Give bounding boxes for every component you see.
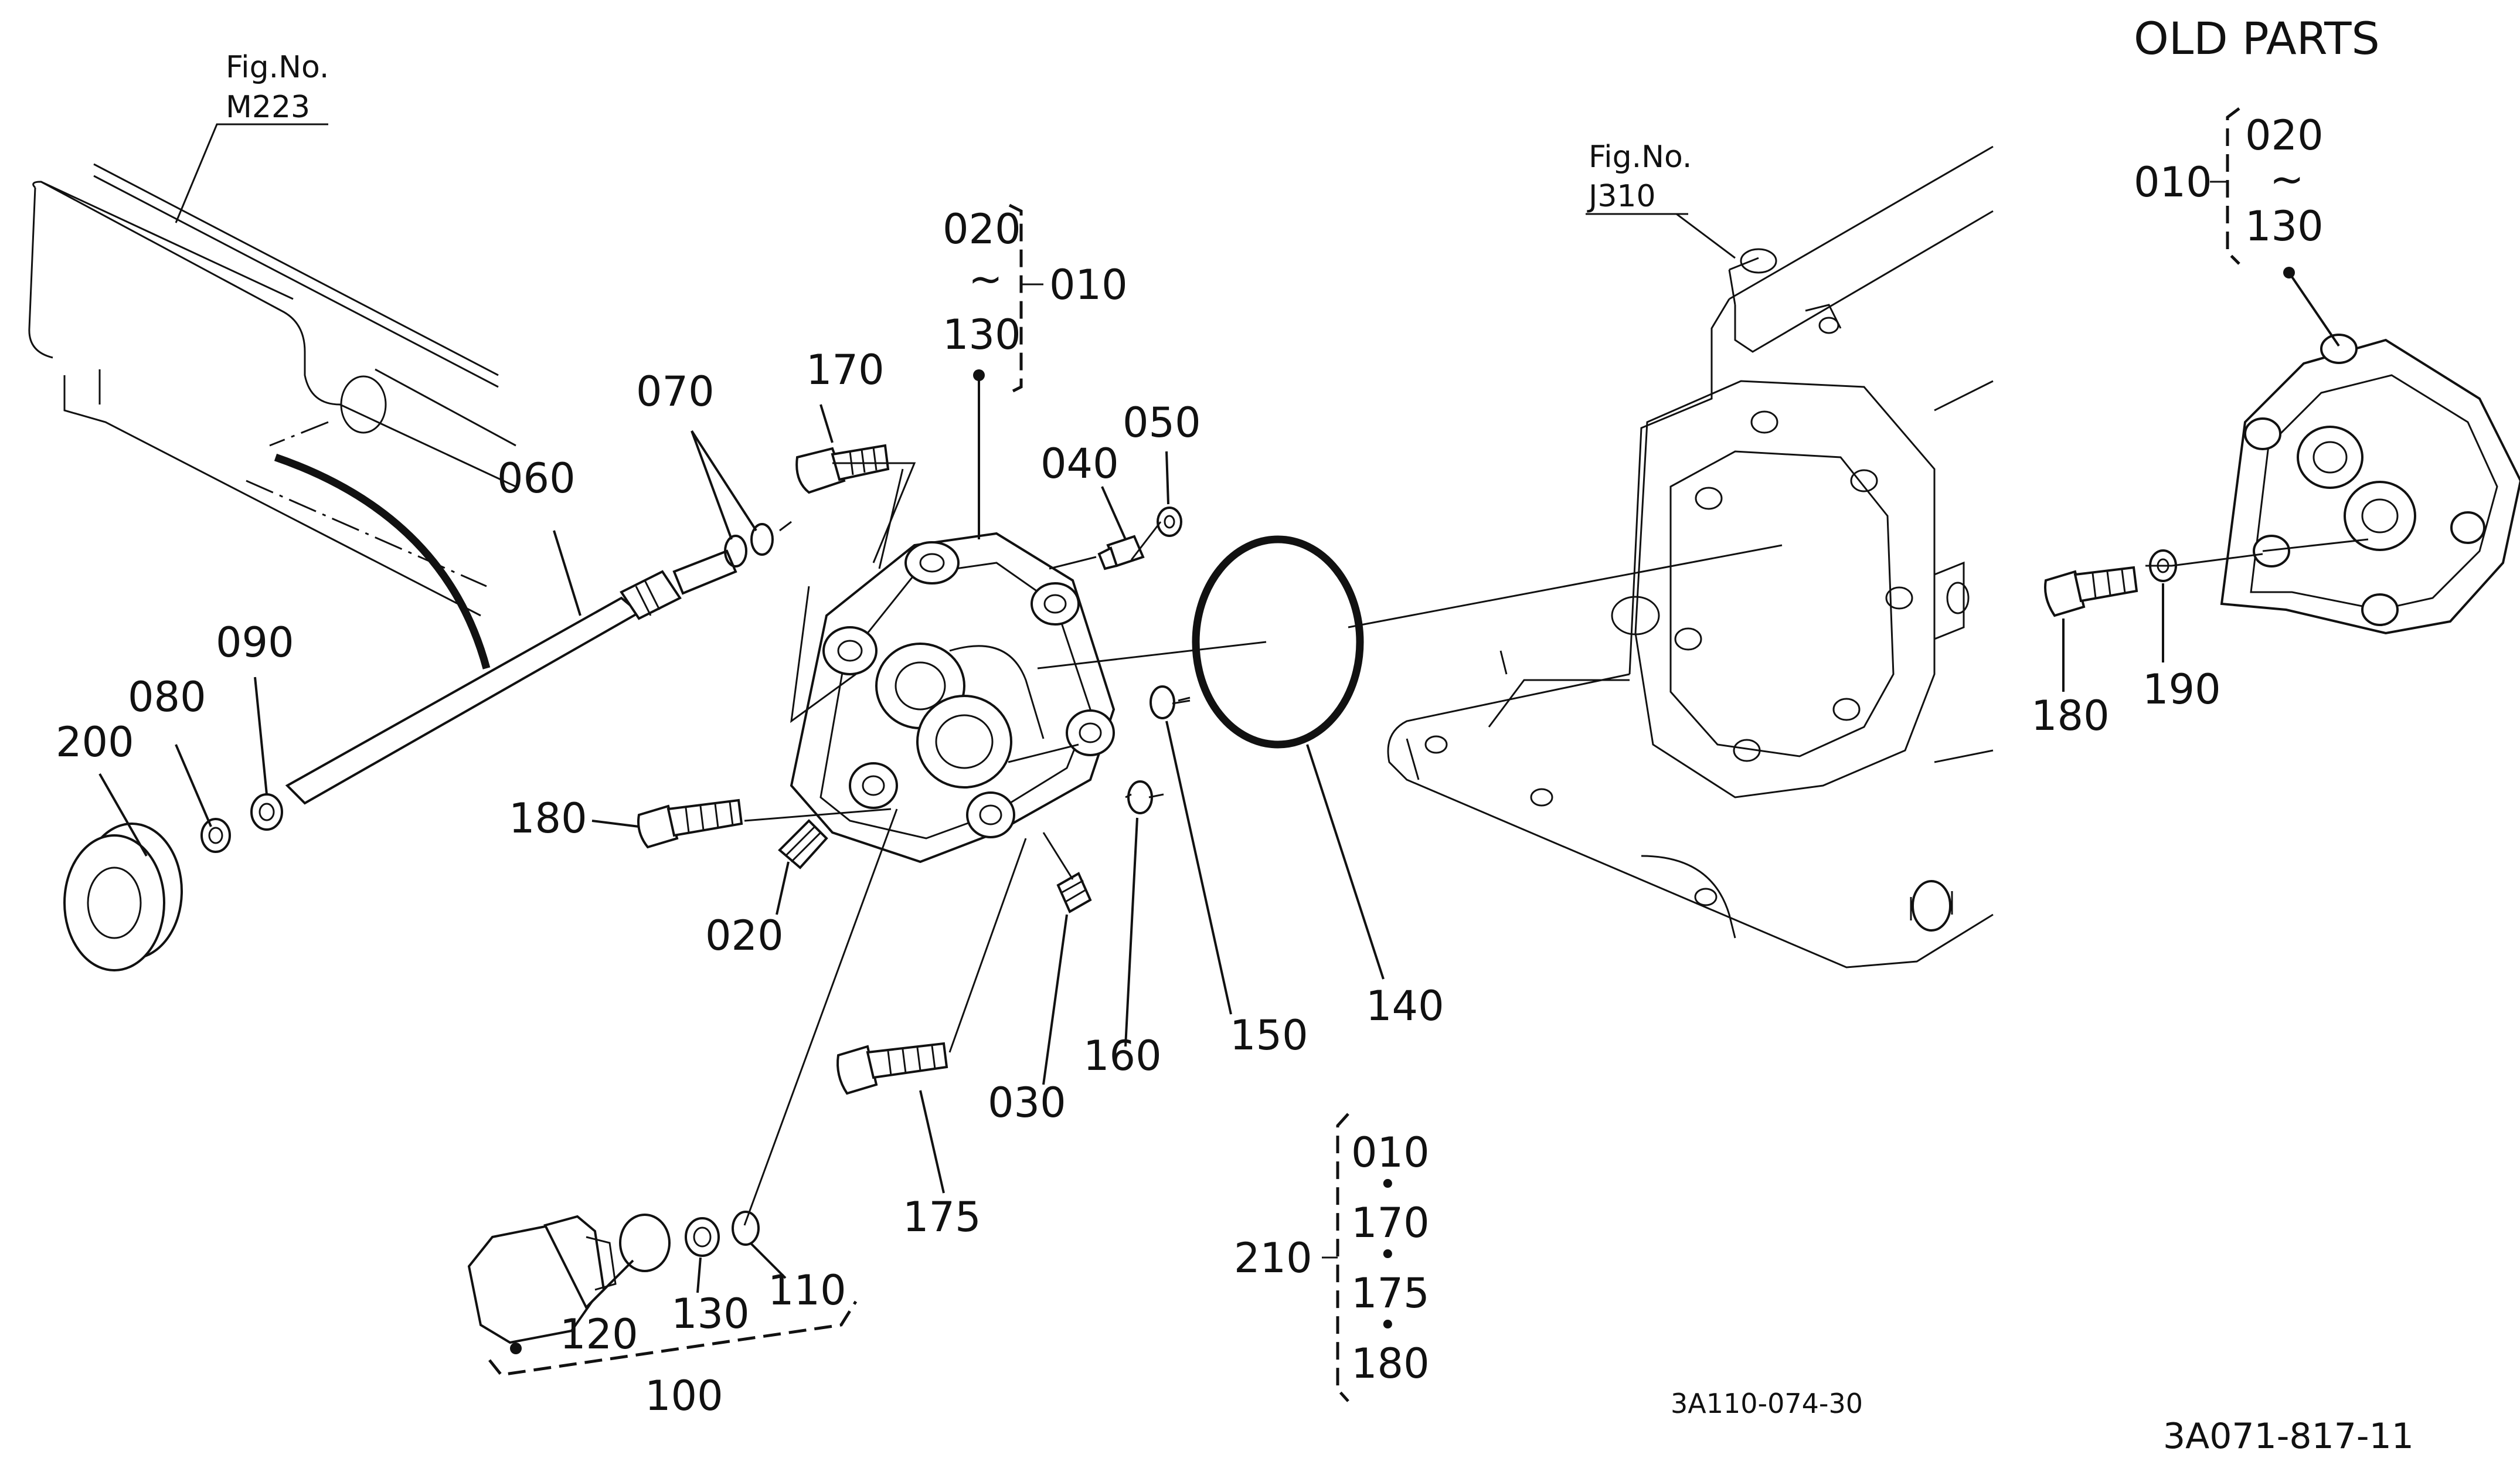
bracket-100 bbox=[488, 1300, 858, 1377]
bolt-170 bbox=[795, 444, 890, 494]
group-main-brace bbox=[973, 203, 1043, 395]
pump-cover-010 bbox=[790, 532, 1116, 864]
diagram-code: 3A110-074-30 bbox=[1671, 1388, 1863, 1419]
bolt-175 bbox=[836, 1042, 948, 1095]
callout-100: 100 bbox=[645, 1372, 723, 1420]
fig-ref-m223: Fig.No. M223 bbox=[175, 50, 329, 223]
callout-020: 020 bbox=[705, 912, 784, 960]
callout-140: 140 bbox=[1366, 982, 1444, 1030]
plug-030 bbox=[1056, 872, 1092, 913]
washer-050 bbox=[1157, 507, 1182, 537]
callout-200: 200 bbox=[56, 718, 134, 766]
o-ring-140 bbox=[1192, 535, 1364, 749]
callout-030: 030 bbox=[988, 1079, 1066, 1127]
washer-090 bbox=[250, 793, 283, 831]
group-main-tilde: ~ bbox=[968, 255, 1003, 303]
fig-ref-j310-label: Fig.No. bbox=[1589, 140, 1692, 175]
old-bolt-180 bbox=[2044, 566, 2138, 617]
housing-m223-outline bbox=[28, 163, 516, 670]
callout-175: 175 bbox=[903, 1193, 981, 1241]
kit-210-item-175: 175 bbox=[1351, 1269, 1430, 1317]
kit-210-dot-2: • bbox=[1379, 1238, 1397, 1273]
o-ring-160 bbox=[1127, 780, 1153, 814]
kit-210-item-180: 180 bbox=[1351, 1340, 1430, 1388]
kit-210-dot-1: • bbox=[1379, 1167, 1397, 1202]
callout-120: 120 bbox=[560, 1310, 638, 1358]
group-old-assembly: 010 bbox=[2134, 158, 2212, 206]
callout-190: 190 bbox=[2142, 665, 2221, 713]
fig-ref-j310-number: J310 bbox=[1587, 179, 1656, 214]
callout-090: 090 bbox=[216, 619, 294, 667]
ring-070-pair bbox=[724, 523, 774, 568]
fig-ref-m223-label: Fig.No. bbox=[226, 50, 329, 85]
callout-130: 130 bbox=[671, 1290, 750, 1338]
shaft-060 bbox=[285, 549, 737, 805]
old-parts-title: OLD PARTS bbox=[2134, 12, 2380, 64]
group-old-brace bbox=[2210, 107, 2295, 278]
fig-ref-j310: Fig.No. J310 bbox=[1586, 140, 1736, 259]
seal-200 bbox=[63, 823, 183, 971]
kit-210-brace bbox=[1322, 1113, 1349, 1402]
callout-080: 080 bbox=[128, 673, 206, 721]
callout-070: 070 bbox=[636, 368, 715, 416]
group-main-bottom: 130 bbox=[943, 311, 1021, 359]
callout-060: 060 bbox=[497, 454, 576, 502]
washer-080 bbox=[200, 818, 231, 853]
kit-210-item-010: 010 bbox=[1351, 1129, 1430, 1177]
fig-ref-m223-number: M223 bbox=[226, 90, 310, 125]
callout-150: 150 bbox=[1230, 1011, 1308, 1059]
catalog-code: 3A071-817-11 bbox=[2163, 1416, 2414, 1457]
group-main-top: 020 bbox=[943, 205, 1021, 253]
callout-180: 180 bbox=[509, 794, 587, 842]
callout-160: 160 bbox=[1083, 1032, 1162, 1080]
kit-210-item-170: 170 bbox=[1351, 1199, 1430, 1247]
bolt-180 bbox=[637, 798, 743, 849]
callout-050: 050 bbox=[1123, 399, 1201, 447]
leader-lines bbox=[98, 271, 2369, 1306]
callout-040: 040 bbox=[1040, 440, 1119, 488]
group-old-tilde: ~ bbox=[2270, 155, 2304, 203]
kit-210-dot-3: • bbox=[1379, 1308, 1397, 1343]
plug-020 bbox=[778, 819, 828, 869]
callout-110: 110 bbox=[768, 1266, 846, 1314]
callout-180-old: 180 bbox=[2031, 692, 2110, 740]
kit-210-assembly: 210 bbox=[1234, 1234, 1312, 1282]
housing-j310 bbox=[1387, 145, 1994, 969]
old-pump-cover bbox=[2220, 334, 2520, 635]
group-old-bottom: 130 bbox=[2245, 202, 2324, 250]
valve-100 bbox=[467, 1211, 760, 1354]
group-old-top: 020 bbox=[2245, 111, 2324, 159]
group-main-assembly: 010 bbox=[1049, 261, 1128, 309]
o-ring-150 bbox=[1150, 685, 1175, 719]
callout-170: 170 bbox=[806, 346, 885, 394]
